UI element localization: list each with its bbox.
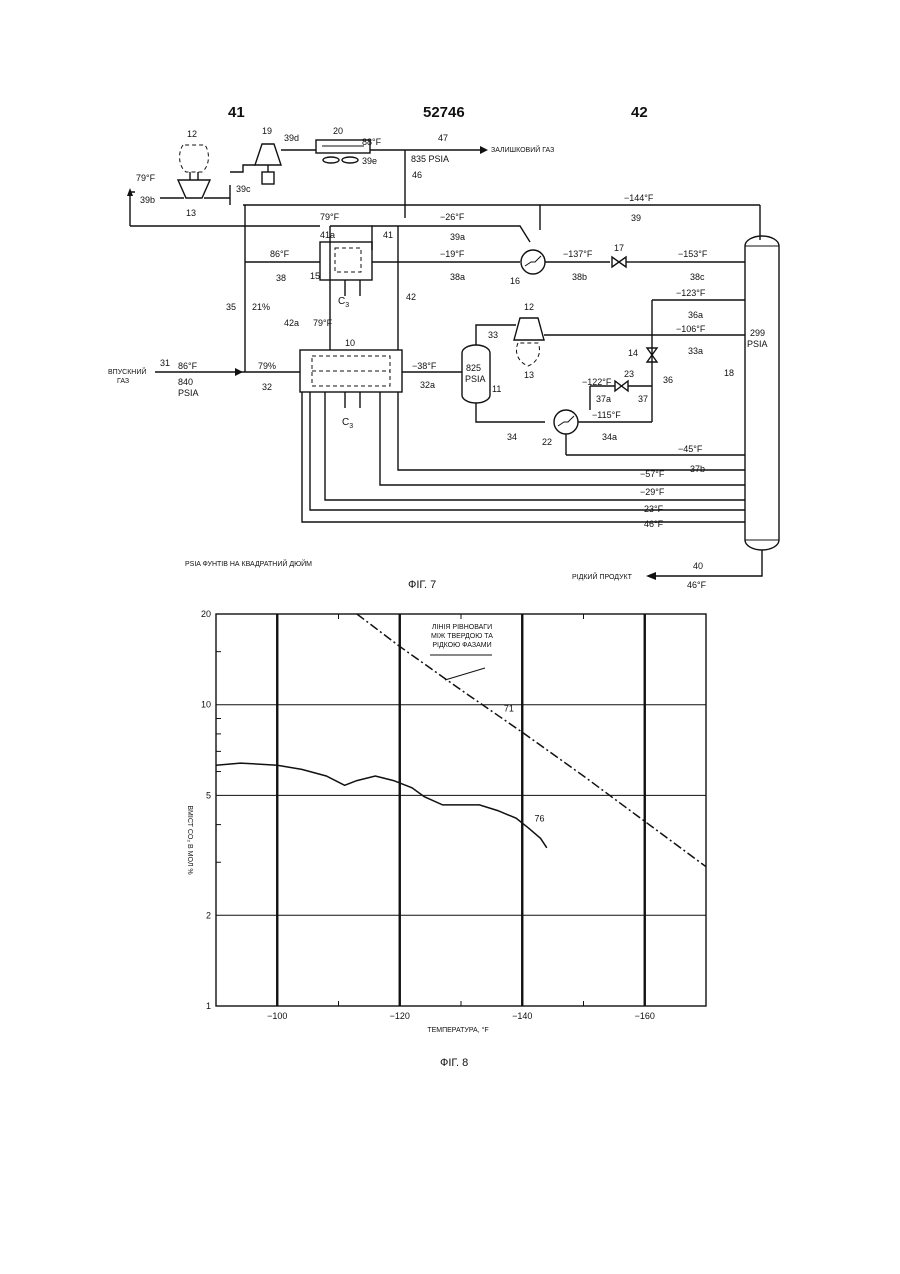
- y-axis-label: ВМІСТ CO₂ В МОЛ %: [186, 805, 193, 874]
- annotation-leader: [445, 668, 485, 680]
- series-line-76: [216, 763, 547, 848]
- annotation-line-3: РІДКОЮ ФАЗАМИ: [432, 642, 491, 649]
- series-line-71: [357, 614, 706, 867]
- annotation-line-1: ЛІНІЯ РІВНОВАГИ: [432, 624, 492, 631]
- fig8-caption: ФІГ. 8: [440, 1057, 468, 1069]
- x-tick-label: −140: [512, 1011, 532, 1021]
- y-tick-label: 5: [206, 790, 211, 800]
- plot-frame: [216, 614, 706, 1006]
- x-tick-label: −100: [267, 1011, 287, 1021]
- y-tick-label: 20: [201, 609, 211, 619]
- x-tick-label: −120: [390, 1011, 410, 1021]
- x-tick-label: −160: [635, 1011, 655, 1021]
- y-tick-label: 2: [206, 910, 211, 920]
- series-label-76: 76: [535, 813, 545, 823]
- x-axis-label: ТЕМПЕРАТУРА, °F: [427, 1026, 488, 1034]
- series-label-71: 71: [504, 704, 514, 714]
- y-tick-label: 1: [206, 1001, 211, 1011]
- y-tick-label: 10: [201, 700, 211, 710]
- annotation-line-2: МІЖ ТВЕРДОЮ ТА: [431, 633, 493, 640]
